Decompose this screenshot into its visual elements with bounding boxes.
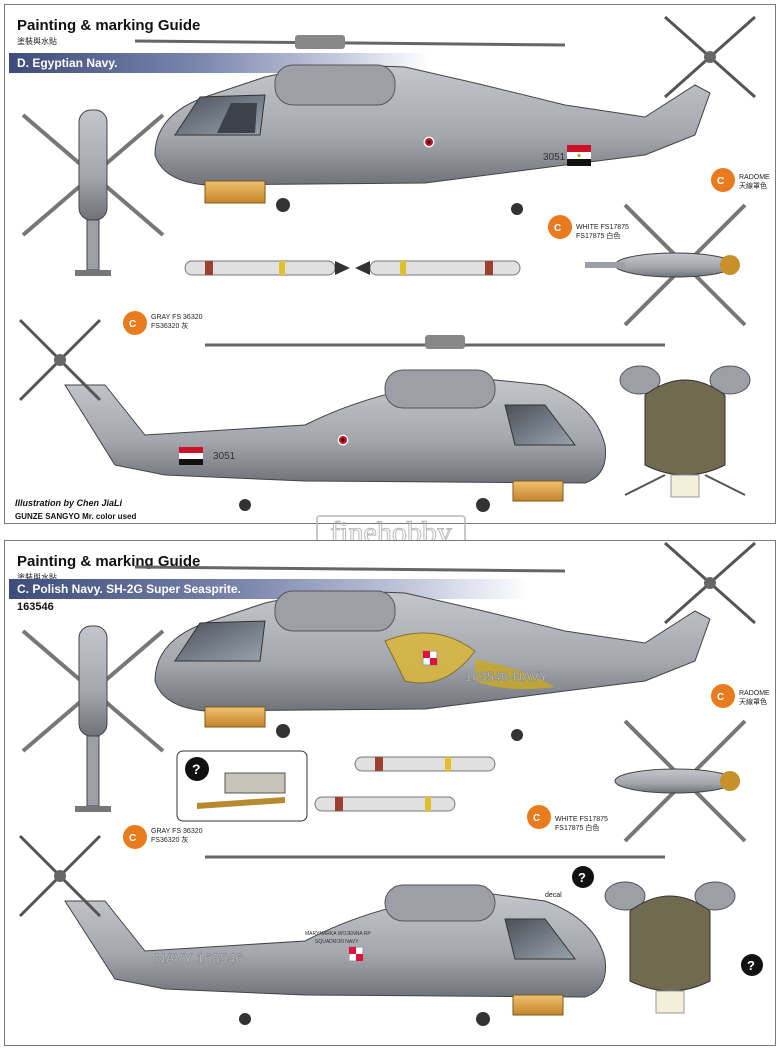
stencil-marking-2: SQUADRON NAVY (315, 939, 359, 945)
bureau-number: 163546 (17, 601, 54, 613)
callout-radome-line2-2: 天線罩色 (739, 697, 767, 706)
callout-white-line2: FS17875 白色 (576, 231, 620, 240)
missile-stores (184, 260, 521, 276)
guide-panel-egyptian: Painting & marking Guide 塗裝與水貼 D. Egypti… (4, 4, 776, 524)
callout-gray-line2-2: FS36320 灰 (151, 835, 188, 844)
callout-icon-white: C (554, 223, 561, 234)
color-callout-gray-2: C GRAY FS 36320 FS36320 灰 (123, 825, 203, 849)
illustration-egyptian: 3051 (18, 15, 770, 512)
detail-inset: ? (176, 750, 308, 822)
decal-label: decal (545, 892, 562, 899)
guide-panel-polish: Painting & marking Guide 塗裝與水貼 C. Polish… (4, 540, 776, 1046)
color-callout-white: C WHITE FS17875 FS17875 白色 (548, 215, 629, 240)
illustration-polish: 163546-NAVY ? (18, 541, 770, 1026)
callout-gray-line1: GRAY FS 36320 (151, 314, 203, 321)
side-view-left-facing: 3051 (134, 15, 756, 215)
decal-callout: decal ? (545, 866, 594, 899)
guide-subtitle: 塗裝與水貼 (17, 37, 57, 46)
version-label-2: C. Polish Navy. SH-2G Super Seasprite. (17, 582, 241, 596)
guide-title: Painting & marking Guide (17, 17, 201, 34)
callout-radome-line2: 天線罩色 (739, 181, 767, 190)
polish-checkerboard (422, 650, 438, 666)
callout-gray-line2: FS36320 灰 (151, 321, 188, 330)
color-callout-radome-2: C RADOME 天線罩色 (711, 684, 770, 708)
version-label: D. Egyptian Navy. (17, 56, 118, 70)
callout-radome-line1-2: RADOME (739, 690, 770, 697)
side-serial: 163546-NAVY (465, 669, 548, 684)
question-icon-2: ? (578, 870, 586, 885)
callout-gray-line1-2: GRAY FS 36320 (151, 828, 203, 835)
question-icon: ? (192, 761, 201, 777)
serial-number: 3051 (543, 152, 566, 163)
color-callout-gray: C GRAY FS 36320 FS36320 灰 (123, 311, 203, 335)
stencil-marking-1: MARYNARKA WOJENNA RP (305, 931, 371, 937)
callout-icon-gray-2: C (129, 833, 136, 844)
top-view-right-2 (614, 719, 747, 843)
top-view-right (585, 203, 747, 327)
color-callout-radome: C RADOME 天線罩色 (711, 168, 770, 192)
polish-checkerboard-2 (348, 946, 364, 962)
callout-white-line1: WHITE FS17875 (576, 224, 629, 231)
side-view-right-facing-2: NAVY 163546 MARYNARKA WOJENNA RP SQUADRO… (18, 834, 665, 1026)
serial-number-lower: 3051 (213, 451, 236, 462)
missile-stores-2 (314, 756, 496, 812)
side-serial-2: NAVY 163546 (155, 950, 243, 966)
callout-icon-white-2: C (533, 813, 540, 824)
side-view-left-facing-2: 163546-NAVY (134, 541, 756, 741)
guide-subtitle-2: 塗裝與水貼 (17, 573, 57, 582)
color-brand-credit: GUNZE SANGYO Mr. color used (15, 512, 137, 521)
egypt-flag-lower (179, 447, 203, 465)
top-view-left (21, 109, 165, 276)
callout-white-line2-2: FS17875 白色 (555, 823, 599, 832)
color-callout-white-2: C WHITE FS17875 FS17875 白色 (527, 805, 608, 832)
callout-icon-radome-2: C (717, 692, 724, 703)
egypt-flag-tail (567, 145, 591, 166)
top-view-left-2 (21, 625, 165, 812)
side-view-right-facing: 3051 (18, 318, 665, 512)
question-icon-3: ? (747, 958, 755, 973)
front-view-2: ? (604, 881, 763, 1014)
callout-white-line1-2: WHITE FS17875 (555, 816, 608, 823)
callout-icon-gray: C (129, 319, 136, 330)
callout-radome-line1: RADOME (739, 174, 770, 181)
front-view (619, 365, 751, 498)
illustrator-credit: Illustration by Chen JiaLi (15, 498, 123, 508)
callout-icon-radome: C (717, 176, 724, 187)
